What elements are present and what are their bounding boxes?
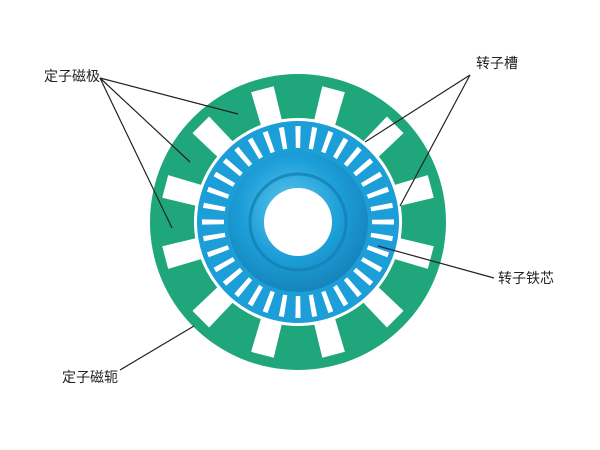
rotor-slot: [206, 245, 230, 258]
rotor-slot: [360, 171, 383, 187]
label-rotor-core: 转子铁芯: [498, 271, 554, 287]
rotor-slot: [262, 130, 275, 154]
stator-slot-window: [314, 318, 345, 358]
leader-stator-pole-1: [99, 77, 239, 115]
leader-rotor-core: [377, 245, 495, 279]
rotor-slot: [366, 186, 390, 199]
rotor-slot: [203, 202, 226, 212]
rotor-core-groove: [248, 172, 348, 272]
rotor-slot: [343, 146, 362, 167]
rotor-slot: [278, 294, 288, 317]
rotor-slot: [203, 232, 226, 242]
rotor-slot: [213, 257, 236, 273]
rotor-slot: [370, 202, 393, 212]
stator-slot-window: [314, 86, 345, 126]
rotor-slot: [308, 294, 318, 317]
rotor-slot: [295, 296, 301, 318]
leader-lines: [99, 74, 495, 371]
rotor-slot: [278, 127, 288, 150]
rotor-slot: [206, 186, 230, 199]
stator-slot-window: [362, 116, 404, 158]
rotor-slot: [321, 130, 334, 154]
label-rotor-slot: 转子槽: [476, 56, 518, 72]
stator-slot-window: [394, 238, 434, 269]
rotor-slot: [333, 137, 349, 160]
rotor-slot: [295, 126, 301, 148]
rotor-slot: [353, 158, 374, 177]
label-stator-pole: 定子磁极: [44, 69, 100, 85]
rotor-slot: [321, 290, 334, 314]
rotor-slot: [247, 284, 263, 307]
rotor-slot: [353, 267, 374, 286]
leader-stator-pole-2: [99, 77, 191, 163]
rotor-slot: [202, 219, 224, 225]
leader-stator-pole-3: [99, 77, 173, 229]
stator-slot-window: [162, 238, 202, 269]
rotor-slot: [370, 232, 393, 242]
leader-stator-yoke: [119, 325, 195, 371]
rotor-slot: [262, 290, 275, 314]
rotor-slot: [222, 267, 243, 286]
stator-slot-window: [251, 86, 282, 126]
rotor-slot: [360, 257, 383, 273]
rotor-slot: [247, 137, 263, 160]
stator-slot-window: [192, 286, 234, 328]
rotor-slot: [366, 245, 390, 258]
stator-slot-window: [162, 175, 202, 206]
stator-slot-window: [251, 318, 282, 358]
rotor-slot: [372, 219, 394, 225]
leader-rotor-slot-1: [364, 74, 471, 143]
rotor-slots: [202, 126, 394, 318]
rotor-slot: [213, 171, 236, 187]
rotor-slot: [234, 146, 253, 167]
label-stator-yoke: 定子磁轭: [62, 370, 118, 386]
rotor-slot: [222, 158, 243, 177]
stator-slot-window: [192, 116, 234, 158]
stator-slot-window: [362, 286, 404, 328]
stator-slots: [162, 86, 434, 358]
rotor-slot: [343, 277, 362, 298]
rotor-slot: [234, 277, 253, 298]
shaft-hole: [264, 188, 332, 256]
leader-rotor-slot-2: [399, 74, 471, 207]
rotor-slot: [333, 284, 349, 307]
rotor-slot: [308, 127, 318, 150]
